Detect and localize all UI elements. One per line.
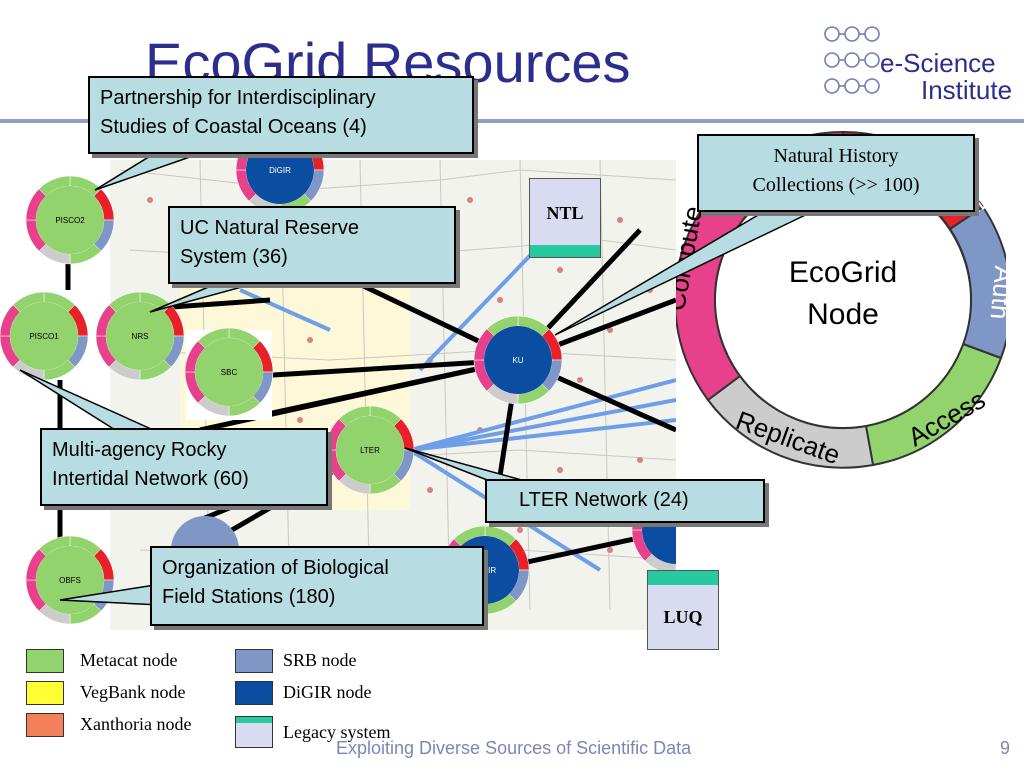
node-nrs — [95, 291, 185, 381]
callout-natural-history: Natural History Collections (>> 100) — [697, 134, 975, 212]
node-lter — [325, 405, 415, 495]
legend-swatch-metacat — [26, 649, 64, 673]
node-ku — [473, 315, 563, 405]
legend-swatch-xanthoria — [26, 713, 64, 737]
legend-label-digir: DiGIR node — [283, 682, 372, 702]
callout-mar-line2: Intertidal Network (60) — [52, 468, 249, 490]
node-pisco1 — [0, 291, 89, 381]
legend-swatch-legacy — [235, 716, 273, 748]
callout-obfs: Organization of Biological Field Station… — [150, 546, 484, 626]
node-pisco2 — [25, 175, 115, 265]
node-label-pisco2: PISCO2 — [55, 216, 85, 225]
legacy-luq: LUQ — [647, 570, 719, 650]
node-label-ku: KU — [512, 356, 523, 365]
callout-lter-text: LTER Network (24) — [519, 489, 689, 511]
ecogrid-node-label-line2: Node — [807, 298, 879, 331]
callout-nrs: UC Natural Reserve System (36) — [168, 206, 456, 284]
legend-label-vegbank: VegBank node — [80, 682, 186, 702]
legend-swatch-vegbank — [26, 681, 64, 705]
node-label-digir: DiGIR — [269, 166, 291, 175]
callout-nhc-line1: Natural History — [773, 145, 899, 167]
callout-nrs-line2: System (36) — [180, 246, 288, 268]
legend-label-legacy: Legacy system — [283, 722, 391, 742]
ecogrid-node-label-line1: EcoGrid — [789, 256, 897, 289]
legend-swatch-srb — [235, 649, 273, 673]
segment-auth: Auth — [985, 265, 1006, 321]
callout-nhc-line2: Collections (>> 100) — [752, 174, 920, 196]
legend-label-metacat: Metacat node — [80, 650, 178, 670]
node-label-obfs: OBFS — [59, 576, 81, 585]
legend-label-xanthoria: Xanthoria node — [80, 714, 192, 734]
title-rule — [0, 119, 1024, 123]
logo-text-line1: e-Science — [880, 48, 996, 78]
node-label-gir: GIR — [482, 566, 496, 575]
callout-obfs-line2: Field Stations (180) — [162, 586, 336, 608]
legend-swatch-digir — [235, 681, 273, 705]
callout-nrs-line1: UC Natural Reserve — [180, 217, 359, 239]
callout-pisco-line1: Partnership for Interdisciplinary — [100, 87, 376, 109]
callout-pisco-line2: Studies of Coastal Oceans (4) — [100, 116, 367, 138]
legacy-ntl-label: NTL — [546, 203, 584, 223]
logo-text-line2: Institute — [921, 75, 1013, 105]
callout-obfs-line1: Organization of Biological — [162, 557, 389, 579]
legend-label-srb: SRB node — [283, 650, 357, 670]
slide-footer: Exploiting Diverse Sources of Scientific… — [336, 738, 692, 758]
legacy-ntl: NTL — [529, 178, 601, 258]
node-label-lter: LTER — [360, 446, 380, 455]
callout-marine: Multi-agency Rocky Intertidal Network (6… — [40, 428, 328, 506]
node-label-sbc: SBC — [221, 368, 238, 377]
callout-mar-line1: Multi-agency Rocky — [52, 439, 227, 461]
node-label-pisco1: PISCO1 — [29, 332, 59, 341]
node-sbc — [184, 327, 274, 417]
legacy-luq-label: LUQ — [663, 607, 703, 627]
callout-pisco: Partnership for Interdisciplinary Studie… — [88, 76, 474, 154]
e-science-logo-icon — [824, 26, 880, 94]
callout-lter: LTER Network (24) — [485, 479, 765, 523]
page-number: 9 — [1000, 738, 1011, 758]
node-label-nrs: NRS — [132, 332, 149, 341]
